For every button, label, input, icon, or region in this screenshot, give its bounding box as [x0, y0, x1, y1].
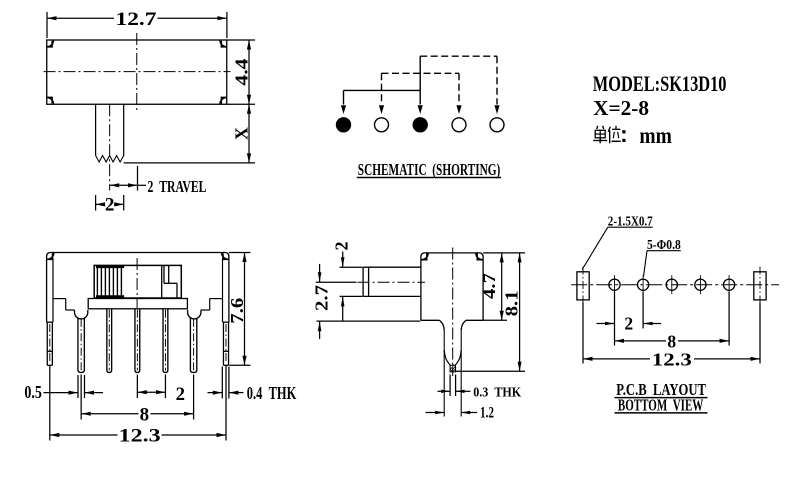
svg-text:0.5: 0.5 — [24, 382, 42, 402]
svg-text:SCHEMATIC (SHORTING): SCHEMATIC (SHORTING) — [358, 160, 501, 179]
svg-text:2: 2 — [105, 194, 115, 215]
svg-text:12.3: 12.3 — [652, 349, 692, 369]
svg-text:12.7: 12.7 — [116, 9, 158, 30]
svg-text:12.3: 12.3 — [119, 426, 161, 447]
svg-text:4.7: 4.7 — [479, 273, 499, 299]
svg-text:X: X — [232, 127, 252, 140]
svg-text:4.4: 4.4 — [232, 59, 252, 86]
svg-text:5-Φ0.8: 5-Φ0.8 — [647, 237, 681, 252]
svg-text:BOTTOM VIEW: BOTTOM VIEW — [618, 395, 704, 414]
svg-text:2: 2 — [624, 314, 633, 334]
svg-text:7.6: 7.6 — [227, 298, 247, 324]
svg-text:P.C.B LAYOUT: P.C.B LAYOUT — [616, 380, 706, 399]
svg-text:0.3 THK: 0.3 THK — [473, 385, 521, 400]
svg-text:8.1: 8.1 — [502, 290, 522, 316]
svg-text:0.4 THK: 0.4 THK — [247, 383, 297, 403]
svg-text:2.7: 2.7 — [312, 285, 332, 311]
svg-text:1.2: 1.2 — [480, 405, 494, 422]
svg-text:2: 2 — [332, 242, 352, 251]
svg-text:8: 8 — [667, 331, 676, 351]
svg-text:8: 8 — [140, 404, 150, 425]
svg-text:X=2-8: X=2-8 — [593, 96, 649, 120]
svg-text:mm: mm — [639, 123, 672, 148]
svg-text:2: 2 — [176, 384, 185, 405]
svg-text:MODEL:SK13D10: MODEL:SK13D10 — [593, 71, 727, 96]
svg-text:2-1.5X0.7: 2-1.5X0.7 — [608, 213, 653, 228]
svg-text:2 TRAVEL: 2 TRAVEL — [148, 177, 207, 196]
